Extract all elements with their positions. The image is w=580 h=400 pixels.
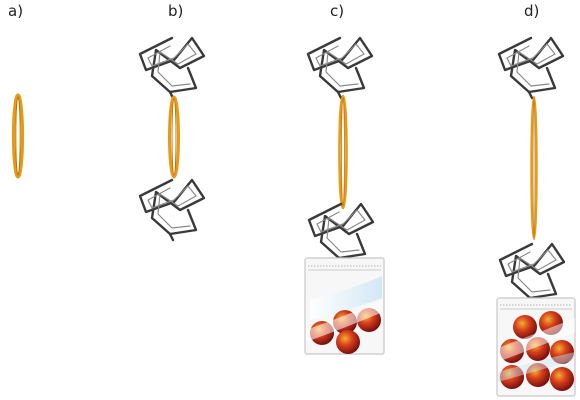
rubber-band-icon [11, 93, 25, 179]
panel-label-a: a) [8, 2, 23, 20]
panel-c [304, 36, 385, 355]
rubber-band-icon [168, 95, 180, 179]
red-ball-icon [550, 340, 574, 364]
panel-label-b: b) [168, 2, 183, 20]
panel-label-d: d) [524, 2, 539, 20]
paper-clip-icon [138, 36, 206, 100]
paper-clip-icon [498, 242, 566, 306]
paper-clip-icon [138, 178, 206, 242]
red-ball-icon [336, 330, 360, 354]
red-ball-icon [526, 363, 550, 387]
paper-clip-icon [306, 36, 374, 100]
paper-clip-icon [497, 36, 565, 100]
red-ball-icon [513, 315, 537, 339]
panel-a [11, 93, 25, 179]
panel-label-c: c) [330, 2, 344, 20]
balls-group [306, 300, 383, 354]
panel-d [496, 36, 576, 397]
red-ball-icon [500, 365, 524, 389]
panel-b [138, 36, 206, 242]
balls-group [498, 311, 575, 391]
rubber-band-icon [338, 94, 348, 210]
rubber-band-icon [530, 95, 538, 241]
red-ball-icon [550, 367, 574, 391]
paper-clip-icon [307, 202, 375, 266]
